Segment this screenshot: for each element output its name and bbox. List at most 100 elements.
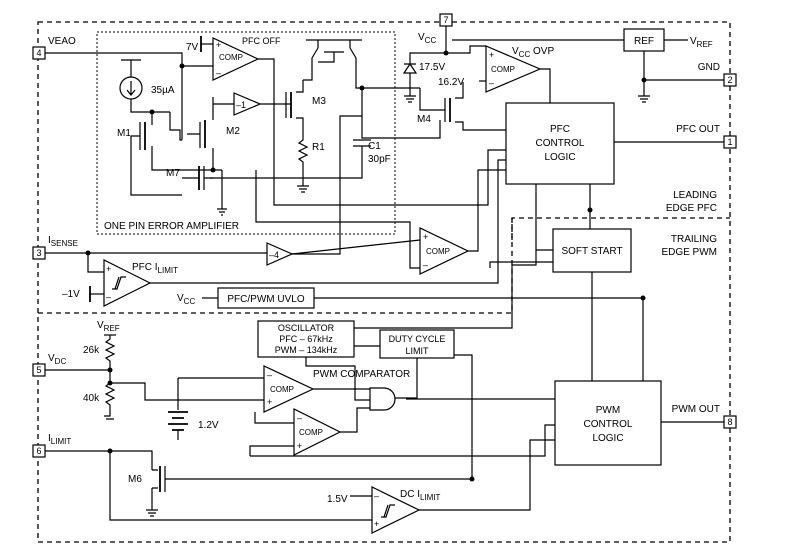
svg-text:LIMIT: LIMIT (405, 346, 429, 356)
oscillator-block: OSCILLATOR PFC – 67kHz PWM – 134kHz (257, 320, 355, 358)
svg-text:OSCILLATOR: OSCILLATOR (278, 323, 335, 333)
neg1v-label: –1V (62, 289, 80, 300)
pfc-ilimit-comparator: + – (103, 259, 152, 307)
one-pin-label: ONE PIN ERROR AMPLIFIER (104, 221, 239, 232)
dc-ilimit-label: DC ILIMIT (400, 489, 441, 502)
svg-text:COMP: COMP (426, 247, 450, 256)
pwm-comparator-label: PWM COMPARATOR (313, 369, 410, 380)
pin-7: 7 VCC (418, 13, 453, 45)
svg-text:2: 2 (727, 75, 732, 85)
svg-text:COMP: COMP (219, 53, 243, 62)
pin-6-label: ILIMIT (48, 433, 71, 446)
svg-text:PFC – 67kHz: PFC – 67kHz (279, 334, 333, 344)
m4-label: M4 (417, 114, 431, 125)
svg-text:+: + (106, 264, 111, 274)
svg-text:CONTROL: CONTROL (536, 138, 585, 149)
pin-2: 2 GND (698, 62, 737, 87)
pfc-control-logic: PFC CONTROL LOGIC (505, 102, 615, 185)
pin-5: 5 VDC (32, 353, 66, 377)
svg-text:6: 6 (36, 446, 41, 456)
gain-neg4: –4 (266, 242, 294, 266)
pwm-limit-comparator: COMP – + (293, 408, 342, 456)
vref-output-label: VREF (690, 36, 713, 49)
svg-text:4: 4 (36, 48, 41, 58)
trailing-label-2: EDGE PWM (661, 247, 717, 258)
svg-text:CONTROL: CONTROL (584, 419, 633, 430)
wiring (45, 26, 724, 521)
v15-label: 1.5V (327, 494, 348, 505)
m2-label: M2 (226, 126, 240, 137)
svg-text:LOGIC: LOGIC (592, 433, 623, 444)
m7-label: M7 (166, 168, 180, 179)
svg-text:+: + (423, 232, 428, 242)
svg-text:DUTY CYCLE: DUTY CYCLE (389, 334, 446, 344)
inverter-neg1: –1 (233, 92, 262, 116)
svg-text:–: – (489, 78, 494, 88)
svg-text:+: + (297, 441, 302, 451)
svg-text:–1: –1 (236, 100, 246, 110)
pfc-main-comparator: COMP + – (419, 227, 470, 275)
leading-label-2: EDGE PFC (666, 203, 717, 214)
svg-text:–: – (216, 68, 221, 78)
m6-label: M6 (128, 474, 142, 485)
svg-text:REF: REF (634, 36, 654, 47)
and-gate (369, 387, 396, 411)
pin-7-label: VCC (418, 32, 436, 45)
svg-text:COMP: COMP (270, 385, 294, 394)
pin-3: 3 ISENSE (32, 235, 78, 260)
pin-2-label: GND (698, 62, 720, 73)
v162-label: 16.2V (438, 77, 464, 88)
svg-text:5: 5 (36, 365, 41, 375)
vcc-ovp-comparator: COMP + – (485, 45, 542, 93)
pin-4-label: VEAO (48, 36, 76, 47)
pin-4: 4 VEAO (32, 36, 76, 60)
svg-text:–: – (374, 491, 379, 501)
svg-text:LOGIC: LOGIC (544, 152, 575, 163)
dc-ilimit-comparator: – + (371, 486, 421, 534)
r40k-label: 40k (83, 393, 100, 404)
pin-6: 6 ILIMIT (32, 433, 71, 458)
svg-text:+: + (489, 50, 494, 60)
svg-text:PFC: PFC (550, 124, 570, 135)
svg-text:–: – (267, 370, 272, 380)
svg-text:+: + (216, 40, 221, 50)
pin-8: 8 PWM OUT (672, 404, 737, 429)
r26k-label: 26k (83, 345, 100, 356)
c1-label: C1 (368, 141, 381, 152)
svg-text:1: 1 (727, 137, 732, 147)
leading-label-1: LEADING (673, 190, 717, 201)
m1-label: M1 (117, 128, 131, 139)
pin-1: 1 PFC OUT (676, 124, 737, 149)
svg-text:–: – (423, 260, 428, 270)
svg-text:PFC/PWM UVLO: PFC/PWM UVLO (227, 294, 304, 305)
pin-3-label: ISENSE (48, 235, 78, 248)
svg-text:+: + (267, 397, 272, 407)
pwm-comparator: COMP – + (263, 365, 315, 413)
pfc-ilimit-label: PFC ILIMIT (132, 262, 178, 275)
current-source-label: 35µA (151, 85, 175, 96)
pfc-pwm-divider (38, 217, 730, 314)
pin-8-label: PWM OUT (672, 404, 720, 415)
r1-label: R1 (312, 142, 325, 153)
soft-start-block: SOFT START (552, 228, 632, 273)
uvlo-block: PFC/PWM UVLO (217, 287, 315, 309)
v12-label: 1.2V (198, 420, 219, 431)
vcc-ovp-label: VCC OVP (512, 46, 554, 59)
svg-text:+: + (374, 519, 379, 529)
trailing-label-1: TRAILING (671, 234, 717, 245)
svg-text:COMP: COMP (299, 428, 323, 437)
svg-text:–: – (106, 292, 111, 302)
svg-text:COMP: COMP (491, 65, 515, 74)
pfc-off-label: PFC OFF (242, 36, 281, 46)
ref-block: REF (623, 28, 665, 52)
svg-text:8: 8 (727, 417, 732, 427)
pfc-off-comparator: COMP + – (212, 37, 260, 81)
duty-cycle-limit-block: DUTY CYCLE LIMIT (379, 329, 455, 359)
pwm-control-logic: PWM CONTROL LOGIC (554, 380, 662, 466)
pin-1-label: PFC OUT (676, 124, 720, 135)
svg-text:PWM: PWM (596, 405, 620, 416)
svg-text:PWM – 134kHz: PWM – 134kHz (275, 345, 338, 355)
svg-text:–4: –4 (269, 250, 279, 260)
